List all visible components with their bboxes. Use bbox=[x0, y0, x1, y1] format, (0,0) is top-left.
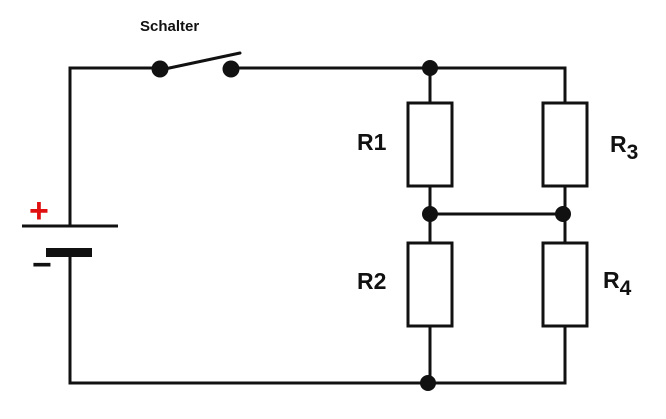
resistor-r2-label: R2 bbox=[357, 270, 386, 293]
resistor-r1-label: R1 bbox=[357, 131, 386, 154]
resistor-r3-letter: R bbox=[610, 131, 627, 157]
resistor-r1 bbox=[406, 101, 454, 188]
switch-contact-right bbox=[222, 60, 240, 78]
resistor-r2-label-text: R2 bbox=[357, 268, 387, 294]
junction-mid-right bbox=[555, 206, 571, 222]
resistor-r2 bbox=[406, 241, 454, 328]
resistor-r4 bbox=[541, 241, 589, 328]
junction-top bbox=[422, 60, 438, 76]
switch-label: Schalter bbox=[140, 18, 200, 35]
junction-bottom bbox=[420, 375, 436, 391]
switch-lever bbox=[158, 51, 242, 72]
switch-contact-left bbox=[151, 60, 169, 78]
resistor-r3-index: 3 bbox=[626, 141, 639, 164]
battery-plus-sign: + bbox=[29, 192, 49, 230]
resistor-r4-letter: R bbox=[603, 267, 620, 293]
resistor-r4-index: 4 bbox=[619, 277, 632, 300]
battery-plate-short bbox=[46, 248, 92, 257]
junction-mid-left bbox=[422, 206, 438, 222]
resistor-r3 bbox=[541, 101, 589, 188]
resistor-r3-label: R3 bbox=[610, 131, 638, 164]
battery-minus-sign: − bbox=[32, 246, 52, 284]
resistor-r1-label-text: R1 bbox=[357, 129, 387, 155]
resistor-r4-label: R4 bbox=[603, 267, 631, 300]
